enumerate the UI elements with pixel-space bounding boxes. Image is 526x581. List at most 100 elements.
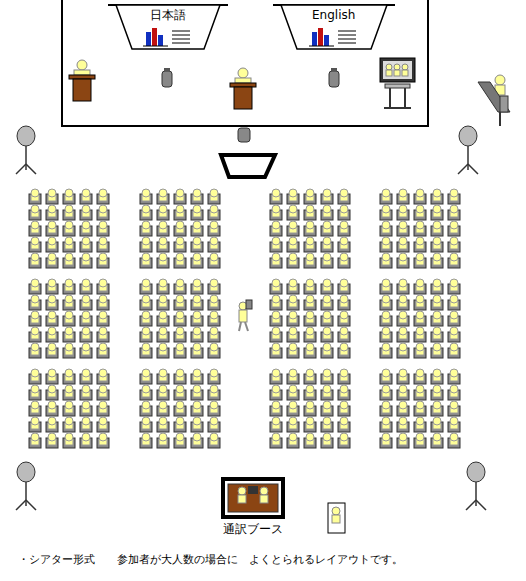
attendee-head <box>289 237 297 245</box>
attendee-head <box>210 417 218 425</box>
attendee-head <box>82 189 90 197</box>
tripod-pole <box>25 482 27 506</box>
attendee-head <box>48 253 56 261</box>
attendee-head <box>289 205 297 213</box>
attendee-head <box>306 295 314 303</box>
interpreter-body <box>260 495 268 503</box>
tripod-leg <box>466 500 476 510</box>
attendee-head <box>99 327 107 335</box>
attendee-head <box>382 295 390 303</box>
attendee-head <box>31 401 39 409</box>
attendee-head <box>210 433 218 441</box>
attendee-head <box>176 237 184 245</box>
attendee-head <box>340 401 348 409</box>
attendee-head <box>306 221 314 229</box>
speaker-head <box>77 60 87 70</box>
attendee-head <box>176 433 184 441</box>
attendee-head <box>82 253 90 261</box>
attendee-head <box>416 385 424 393</box>
podium-top <box>230 83 256 87</box>
attendee-head <box>210 343 218 351</box>
attendee-head <box>99 221 107 229</box>
attendee-head <box>82 385 90 393</box>
monitor-person <box>394 64 400 70</box>
attendee-head <box>142 311 150 319</box>
attendee-head <box>65 221 73 229</box>
attendee-head <box>82 311 90 319</box>
attendee-head <box>176 311 184 319</box>
attendee-head <box>48 433 56 441</box>
monitor-screen <box>383 61 412 79</box>
attendee-head <box>159 205 167 213</box>
attendee-head <box>99 295 107 303</box>
attendee-head <box>176 327 184 335</box>
attendee-head <box>340 205 348 213</box>
attendee-head <box>210 205 218 213</box>
attendee-head <box>99 433 107 441</box>
attendee-head <box>99 279 107 287</box>
booth-label: 通訳ブース <box>223 522 283 536</box>
attendee-head <box>65 327 73 335</box>
attendee-head <box>416 237 424 245</box>
attendee-head <box>289 385 297 393</box>
attendee-head <box>450 343 458 351</box>
attendee-head <box>272 433 280 441</box>
chart-axis <box>143 46 168 47</box>
attendee-head <box>193 205 201 213</box>
attendee-head <box>306 369 314 377</box>
attendee-head <box>82 237 90 245</box>
attendee-head <box>159 327 167 335</box>
attendee-head <box>399 433 407 441</box>
attendee-head <box>176 221 184 229</box>
attendee-head <box>323 311 331 319</box>
attendee-head <box>416 189 424 197</box>
attendee-head <box>399 295 407 303</box>
attendee-head <box>323 237 331 245</box>
attendee-head <box>399 237 407 245</box>
attendee-head <box>289 327 297 335</box>
attendee-head <box>65 385 73 393</box>
attendee-head <box>306 417 314 425</box>
attendee-head <box>176 205 184 213</box>
attendee-head <box>272 327 280 335</box>
attendee-head <box>340 327 348 335</box>
attendee-head <box>48 311 56 319</box>
attendee-head <box>433 279 441 287</box>
attendee-head <box>306 279 314 287</box>
attendee-head <box>399 417 407 425</box>
monitor-person <box>386 64 392 70</box>
attendee-head <box>159 189 167 197</box>
attendee-head <box>450 205 458 213</box>
attendee-head <box>193 433 201 441</box>
attendee-head <box>210 237 218 245</box>
attendee-head <box>159 279 167 287</box>
attendee-head <box>450 189 458 197</box>
attendee-head <box>193 237 201 245</box>
monitor-person <box>402 70 408 76</box>
tripod-leg <box>458 164 468 174</box>
attendee-head <box>323 279 331 287</box>
attendee-head <box>31 237 39 245</box>
attendee-head <box>382 221 390 229</box>
attendee-head <box>272 385 280 393</box>
stage-outline <box>62 0 428 126</box>
walker-body <box>239 310 247 322</box>
attendee-head <box>340 433 348 441</box>
attendee-head <box>31 189 39 197</box>
attendee-head <box>289 433 297 441</box>
attendee-head <box>340 237 348 245</box>
attendee-head <box>193 311 201 319</box>
attendee-head <box>31 221 39 229</box>
attendee-head <box>272 279 280 287</box>
attendee-head <box>340 279 348 287</box>
tripod-leg <box>16 500 26 510</box>
screen-trapezoid <box>281 5 387 49</box>
attendee-head <box>176 401 184 409</box>
attendee-head <box>210 385 218 393</box>
attendee-head <box>176 343 184 351</box>
attendee-head <box>416 417 424 425</box>
attendee-head <box>99 417 107 425</box>
attendee-head <box>433 311 441 319</box>
attendee-head <box>193 189 201 197</box>
attendee-head <box>340 369 348 377</box>
